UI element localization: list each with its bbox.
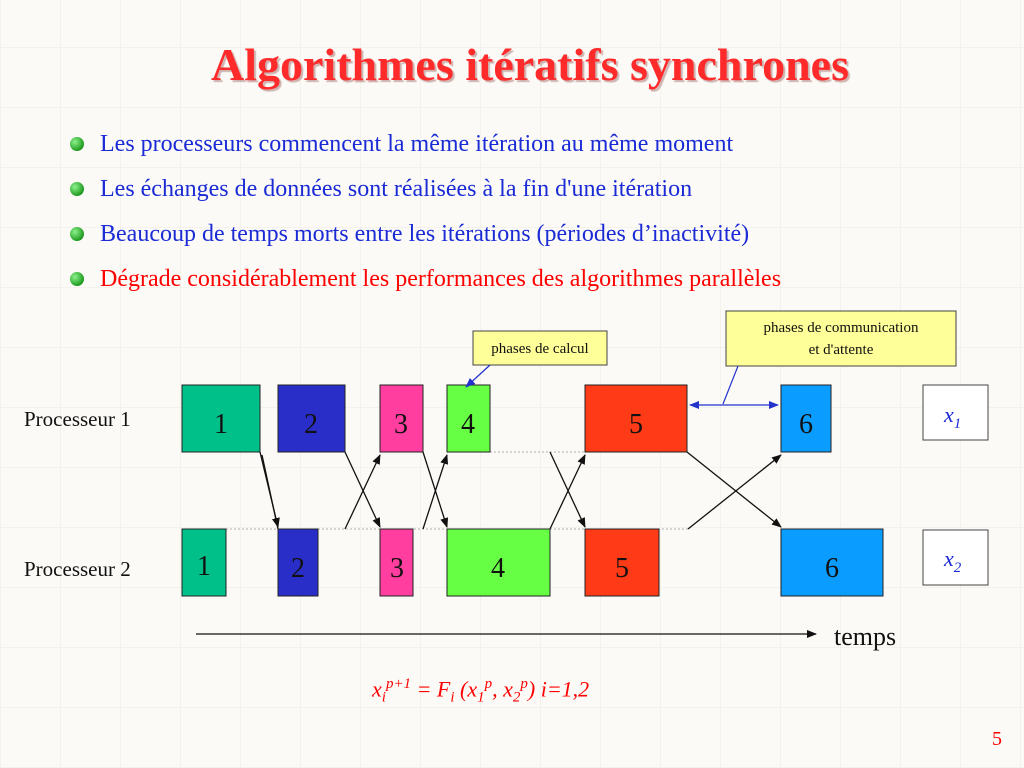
bullet-item: Les processeurs commencent la même itéra… bbox=[64, 124, 781, 169]
iteration-formula: xip+1 = Fi (x1p, x2p) i=1,2 bbox=[372, 676, 590, 706]
p2-block-1-label: 1 bbox=[197, 551, 211, 582]
time-axis-label: temps bbox=[834, 622, 896, 651]
p2-block-2 bbox=[277, 528, 319, 597]
bullet-text: Beaucoup de temps morts entre les itérat… bbox=[100, 221, 750, 247]
x1-box bbox=[922, 384, 989, 441]
p1-block-5 bbox=[584, 384, 688, 453]
page-number: 5 bbox=[992, 728, 1002, 750]
bullet-dot-icon bbox=[70, 272, 84, 286]
exchange-arrow bbox=[344, 454, 381, 530]
bullet-text: Dégrade considérablement les performance… bbox=[100, 266, 782, 292]
callout-calcul-text: phases de calcul bbox=[491, 341, 588, 357]
callout-comm-line2: et d'attente bbox=[809, 342, 874, 358]
callout-calcul-arrow bbox=[465, 364, 491, 388]
bullet-text: Les processeurs commencent la même itéra… bbox=[100, 131, 734, 157]
p2-block-4 bbox=[446, 528, 551, 597]
exchange-arrow bbox=[549, 454, 586, 530]
bullet-list: Les processeurs commencent la même itéra… bbox=[64, 124, 781, 304]
exchange-arrow bbox=[422, 454, 449, 530]
bullet-item: Dégrade considérablement les performance… bbox=[64, 259, 781, 304]
x2-box bbox=[922, 529, 989, 586]
p1-block-2-label: 2 bbox=[304, 409, 318, 440]
processor-1-blocks: 1 2 3 4 5 6 bbox=[181, 384, 832, 453]
processor-2-blocks: 1 2 3 4 5 6 bbox=[181, 528, 884, 597]
p1-block-3-label: 3 bbox=[394, 409, 408, 440]
exchange-arrow bbox=[687, 454, 782, 530]
processor-2-label: Processeur 2 bbox=[24, 557, 131, 581]
exchange-line bbox=[261, 454, 279, 530]
exchange-arrow bbox=[422, 451, 449, 528]
bullet-item: Beaucoup de temps morts entre les itérat… bbox=[64, 214, 781, 259]
exchange-arrow bbox=[686, 451, 782, 528]
callout-comm-box bbox=[725, 310, 957, 367]
p2-block-4-label: 4 bbox=[491, 553, 505, 584]
callout-comm-pointer bbox=[722, 365, 739, 405]
bullet-dot-icon bbox=[70, 182, 84, 196]
p1-block-4-label: 4 bbox=[461, 409, 475, 440]
p1-block-1-label: 1 bbox=[214, 409, 228, 440]
bullet-text: Les échanges de données sont réalisées à… bbox=[100, 176, 693, 202]
exchange-arrow bbox=[344, 451, 381, 528]
processor-1-label: Processeur 1 bbox=[24, 407, 131, 431]
callout-comm-line1: phases de communication bbox=[764, 320, 919, 336]
p1-block-6-label: 6 bbox=[799, 409, 813, 440]
p2-block-6-label: 6 bbox=[825, 553, 839, 584]
exchange-arrows bbox=[259, 451, 782, 530]
p1-block-4 bbox=[446, 384, 491, 453]
p2-block-5-label: 5 bbox=[615, 553, 629, 584]
p2-block-1 bbox=[181, 528, 227, 597]
p2-block-3-label: 3 bbox=[390, 553, 404, 584]
slide-title: Algorithmes itératifs synchrones bbox=[211, 39, 849, 90]
p1-block-1 bbox=[181, 384, 261, 453]
callout-calcul-box bbox=[472, 330, 608, 366]
p1-block-3 bbox=[379, 384, 424, 453]
x1-label: x1 bbox=[943, 402, 961, 432]
bullet-item: Les échanges de données sont réalisées à… bbox=[64, 169, 781, 214]
bullet-dot-icon bbox=[70, 227, 84, 241]
p2-block-5 bbox=[584, 528, 660, 597]
p2-block-6 bbox=[780, 528, 884, 597]
bullet-dot-icon bbox=[70, 137, 84, 151]
p1-block-6 bbox=[780, 384, 832, 453]
p1-block-5-label: 5 bbox=[629, 409, 643, 440]
x2-label: x2 bbox=[943, 546, 962, 576]
p2-block-2-label: 2 bbox=[291, 553, 305, 584]
exchange-arrow bbox=[549, 451, 586, 528]
p1-block-2 bbox=[277, 384, 346, 453]
p2-block-3 bbox=[379, 528, 414, 597]
